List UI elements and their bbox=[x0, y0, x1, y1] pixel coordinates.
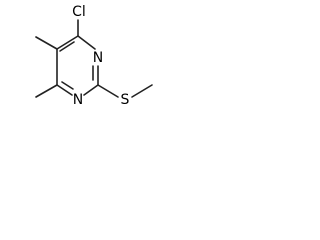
bond-c6-methyl bbox=[35, 84, 58, 98]
bond-c6-n1 bbox=[56, 84, 73, 96]
bond-n3-c4 bbox=[77, 35, 96, 50]
bond-s-methyl bbox=[131, 84, 153, 98]
bond-c5-methyl bbox=[35, 36, 58, 50]
atom-sulfur-label: S bbox=[121, 92, 130, 108]
bond-c6-n1-inner bbox=[61, 81, 74, 90]
bond-c4-c5-inner bbox=[59, 41, 75, 52]
atom-nitrogen-top-label: N bbox=[93, 50, 103, 66]
chemical-structure-diagram: Cl N N S bbox=[35, 4, 153, 108]
bond-c2-s bbox=[97, 84, 119, 98]
atom-nitrogen-bottom-label: N bbox=[73, 92, 83, 108]
atom-chlorine-label: Cl bbox=[72, 4, 86, 20]
bond-n1-c2 bbox=[83, 84, 99, 96]
bond-c4-c5 bbox=[56, 35, 79, 50]
